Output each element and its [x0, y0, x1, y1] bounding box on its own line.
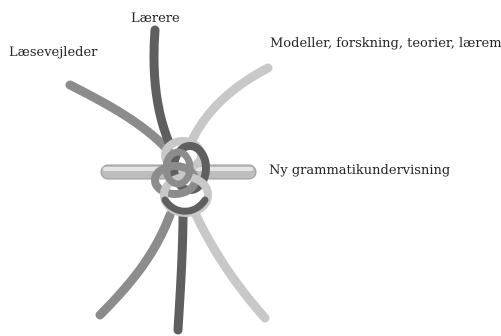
strand-modeller: [190, 68, 268, 145]
label-laerere: Lærere: [131, 12, 180, 25]
label-grammatik: Ny grammatikundervisning: [269, 164, 450, 177]
strand-bottom-left: [100, 215, 170, 315]
label-modeller: Modeller, forskning, teorier, læremidler: [270, 37, 501, 50]
strand-laerere: [154, 30, 170, 145]
label-laesevejleder: Læsevejleder: [9, 46, 97, 59]
strand-bottom-center: [178, 215, 183, 330]
strand-bottom-right: [196, 215, 265, 318]
